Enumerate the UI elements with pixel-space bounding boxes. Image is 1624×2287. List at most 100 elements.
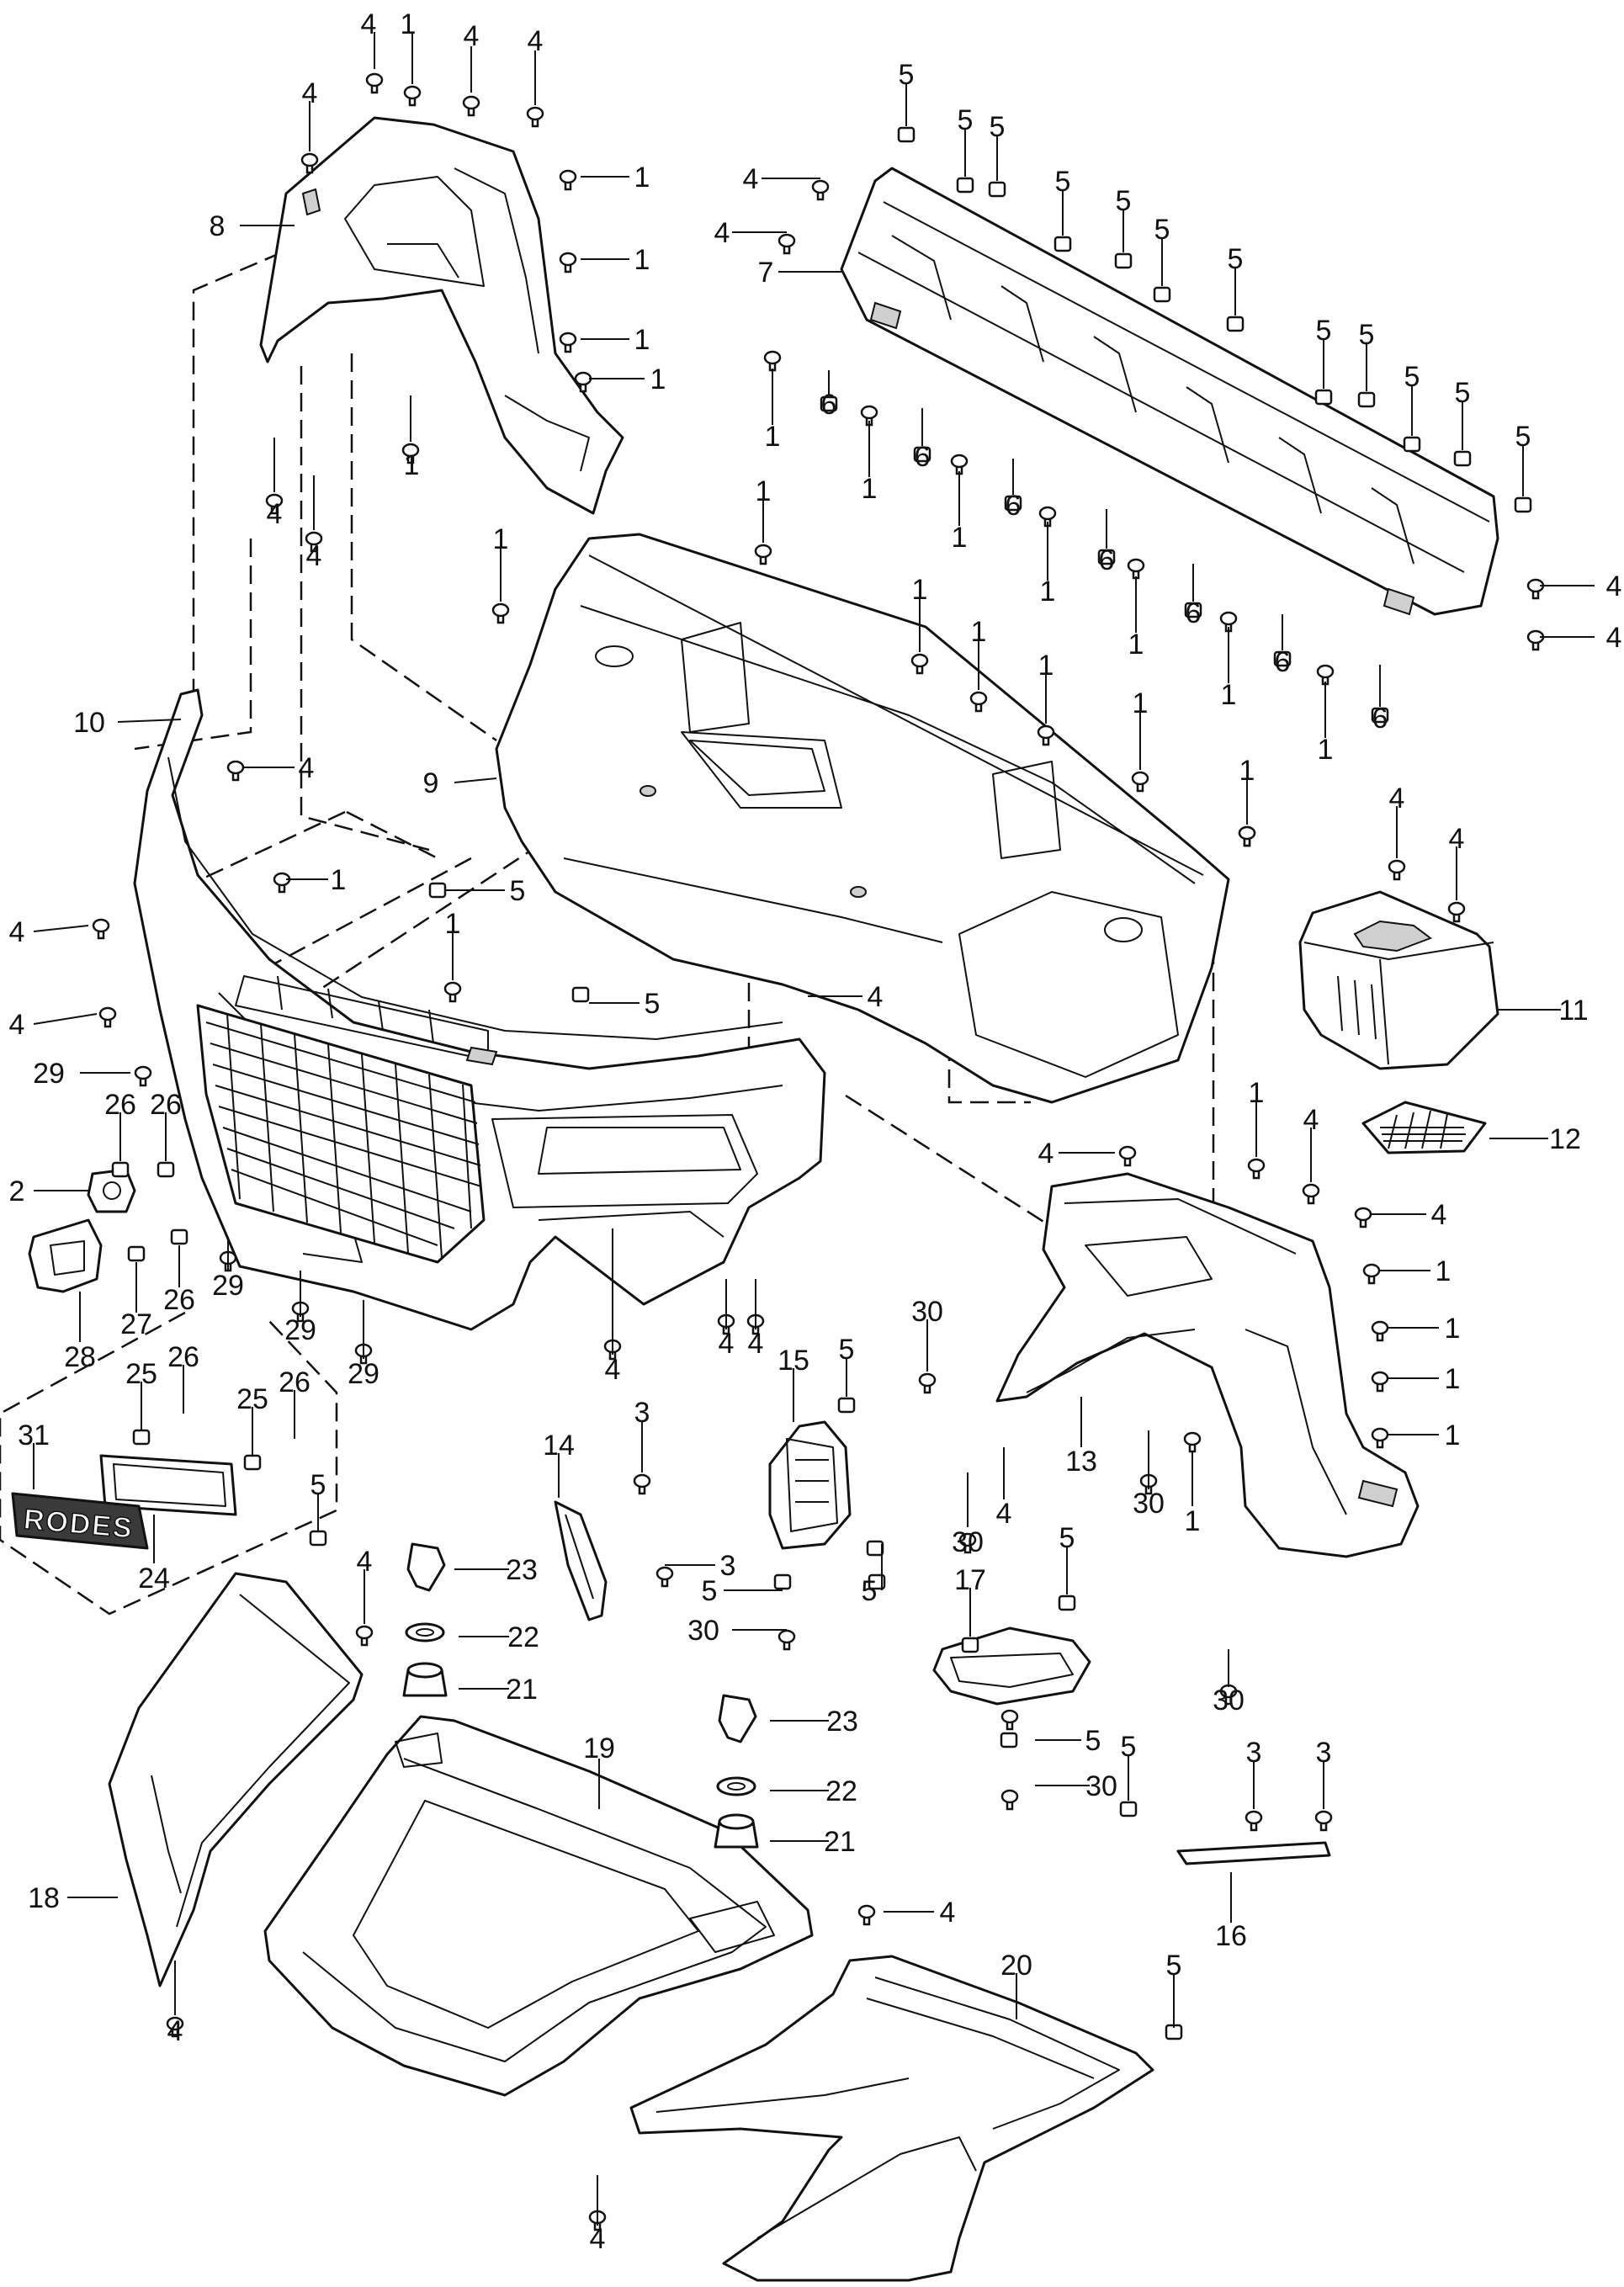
callout-5: 5: [1154, 214, 1170, 246]
callout-1: 1: [445, 908, 461, 940]
callout-1: 1: [971, 616, 987, 648]
callout-5: 5: [1055, 166, 1071, 198]
callout-5: 5: [899, 59, 915, 91]
screw-icon: [918, 1372, 937, 1394]
callout-4: 4: [748, 1328, 764, 1360]
callout-1: 1: [650, 363, 666, 395]
clip-nut-icon: [170, 1228, 188, 1245]
callout-1: 1: [1185, 1505, 1201, 1537]
screw-icon: [958, 1532, 977, 1554]
screw-icon: [491, 602, 510, 624]
screw-icon: [1219, 1684, 1238, 1706]
callout-3: 3: [1316, 1737, 1332, 1769]
callout-26: 26: [104, 1089, 136, 1121]
callout-4: 4: [1606, 622, 1622, 654]
callout-6: 6: [915, 441, 931, 473]
screw-icon: [355, 1625, 374, 1647]
screw-icon: [1388, 859, 1406, 881]
callout-1: 1: [952, 522, 968, 554]
screw-icon: [1131, 771, 1149, 793]
screw-icon: [559, 169, 577, 191]
callout-5: 5: [1316, 315, 1332, 347]
screw-icon: [462, 95, 480, 117]
callout-30: 30: [1085, 1770, 1117, 1802]
part-31-emblem: RODES: [11, 1492, 149, 1550]
clip-nut-icon: [157, 1161, 175, 1178]
callout-4: 4: [940, 1897, 956, 1929]
leader-lines: [33, 32, 1595, 2226]
callout-1: 1: [912, 574, 928, 606]
callout-4: 4: [361, 8, 377, 40]
screw-icon: [1354, 1207, 1372, 1228]
callout-1: 1: [1318, 734, 1334, 766]
clip-nut-icon: [309, 1530, 327, 1547]
screw-icon: [1183, 1431, 1202, 1453]
callout-1: 1: [1133, 687, 1149, 719]
screw-icon: [969, 691, 988, 713]
callout-4: 4: [605, 1354, 621, 1386]
callout-1: 1: [756, 475, 772, 507]
callout-29: 29: [348, 1358, 379, 1390]
callout-26: 26: [150, 1089, 182, 1121]
callout-21: 21: [824, 1826, 856, 1858]
part-15-right-headlight: [768, 1420, 852, 1550]
callout-5: 5: [1166, 1950, 1182, 1982]
callout-1: 1: [1445, 1363, 1461, 1395]
screw-icon: [1127, 558, 1145, 580]
callout-6: 6: [1099, 544, 1115, 576]
screw-icon: [1037, 724, 1055, 746]
clip-nut-icon: [1000, 1732, 1018, 1748]
callout-6: 6: [1372, 703, 1388, 735]
part-17-fog-lamp: [932, 1626, 1091, 1706]
screw-icon: [166, 2016, 184, 2038]
callout-29: 29: [212, 1270, 244, 1302]
callout-28: 28: [64, 1341, 96, 1373]
callout-29: 29: [33, 1058, 65, 1090]
screw-icon: [265, 493, 284, 515]
screw-icon: [633, 1473, 651, 1495]
screw-icon: [1000, 1789, 1019, 1811]
callout-5: 5: [1359, 319, 1375, 351]
clip-nut-icon: [837, 1397, 856, 1414]
screw-icon: [559, 252, 577, 273]
screw-icon: [92, 918, 110, 940]
callout-25: 25: [125, 1358, 157, 1390]
screw-icon: [1371, 1427, 1389, 1449]
screw-icon: [273, 872, 291, 894]
callout-5: 5: [1059, 1522, 1075, 1554]
part-14-side-marker: [554, 1500, 608, 1621]
callout-4: 4: [1431, 1199, 1447, 1231]
clip-nut-icon: [1184, 602, 1202, 618]
callout-5: 5: [510, 875, 526, 907]
callout-24: 24: [138, 1563, 170, 1595]
clip-nut-icon: [988, 181, 1006, 198]
callout-26: 26: [163, 1284, 195, 1316]
clip-nut-icon: [1153, 286, 1171, 303]
callout-11: 11: [1558, 995, 1588, 1027]
screw-icon: [950, 454, 969, 475]
clip-nut-icon: [1403, 436, 1421, 453]
clip-nut-icon: [1357, 391, 1376, 408]
callout-26: 26: [167, 1341, 199, 1373]
screw-icon: [910, 653, 929, 675]
clip-nut-icon: [866, 1540, 884, 1557]
screw-icon: [300, 152, 319, 174]
callout-5: 5: [839, 1334, 855, 1366]
callout-4: 4: [1449, 823, 1465, 855]
callout-1: 1: [1239, 755, 1255, 787]
clip-nut-icon: [1453, 450, 1472, 467]
callout-1: 1: [404, 449, 420, 481]
callout-5: 5: [990, 111, 1006, 143]
part-20-nose-trim: [629, 1955, 1154, 2282]
callout-14: 14: [543, 1430, 575, 1462]
callout-30: 30: [911, 1296, 943, 1328]
callout-8: 8: [210, 210, 226, 242]
clip-nut-icon: [1058, 1595, 1076, 1611]
callout-4: 4: [302, 77, 318, 109]
screw-icon: [1526, 578, 1545, 600]
screw-icon: [655, 1566, 674, 1588]
clip-nut-icon: [1371, 707, 1389, 724]
callout-5: 5: [1404, 361, 1420, 393]
clip-nut-icon: [1273, 650, 1292, 667]
